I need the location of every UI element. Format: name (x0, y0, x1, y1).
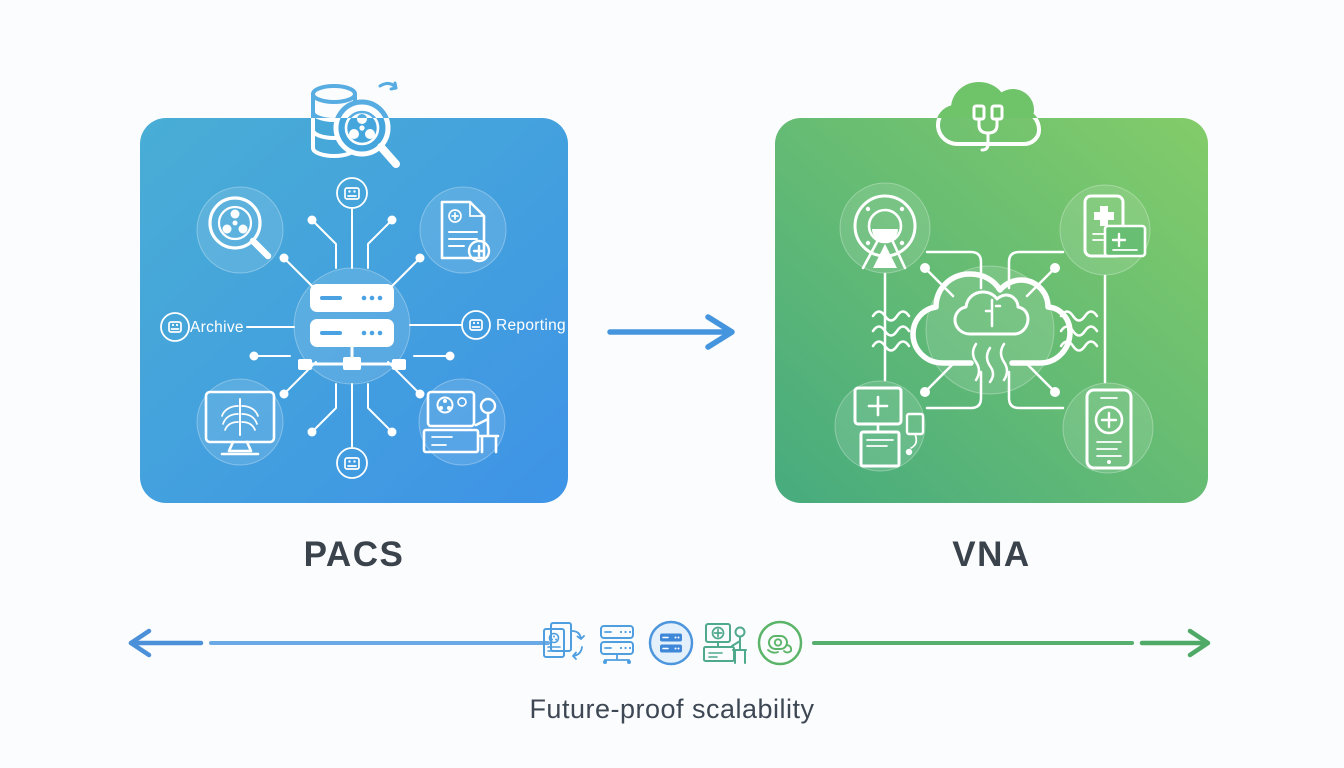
archive-node-icon (160, 312, 190, 342)
ct-scanner-icon (853, 194, 917, 270)
right-arrow-icon (812, 628, 1211, 658)
archive-label: Archive (190, 319, 244, 336)
modality-icon-strip (538, 617, 804, 669)
dicom-node-bottom-icon (336, 447, 368, 479)
xray-monitor-icon (204, 390, 276, 456)
server-rack-icon (298, 284, 406, 370)
server-network-icon (599, 625, 634, 664)
reporting-node-icon (461, 310, 491, 340)
left-arrow-icon (128, 628, 550, 658)
workstation-person-icon (702, 623, 747, 664)
medical-report-icon (440, 200, 491, 263)
dicom-node-top-icon (336, 177, 368, 209)
server-circle-icon (648, 620, 694, 666)
database-search-icon: .lens{fill:var(--lensfill,#fff)} (302, 76, 402, 174)
radiology-workstation-icon (422, 390, 500, 454)
phone-health-card-icon (1083, 194, 1147, 258)
ultrasound-cart-icon (853, 386, 925, 468)
pacs-panel: Archive Reporting (140, 118, 568, 503)
waves-left-icon (871, 310, 911, 352)
vna-label: VNA (952, 535, 1031, 574)
radiology-search-icon (208, 196, 272, 260)
pacs-network-diagram: Archive Reporting (160, 177, 566, 479)
cloud-plug-icon: .cloudbody{fill:var(--cfill,none);stroke… (936, 80, 1044, 172)
vna-network-diagram (834, 182, 1154, 474)
documents-sync-icon (543, 622, 585, 660)
mobile-health-icon (1085, 388, 1133, 470)
pacs-label: PACS (303, 535, 405, 574)
pacs-connection-lines (246, 207, 462, 449)
cloud-sync-icon (910, 271, 1073, 384)
vna-connection-lines (871, 250, 1107, 410)
caption-text: Future-proof scalability (529, 694, 815, 724)
reporting-label: Reporting (496, 317, 566, 334)
scanner-circle-icon (757, 620, 803, 666)
transition-arrow-icon (607, 314, 735, 350)
vna-panel (775, 118, 1208, 503)
